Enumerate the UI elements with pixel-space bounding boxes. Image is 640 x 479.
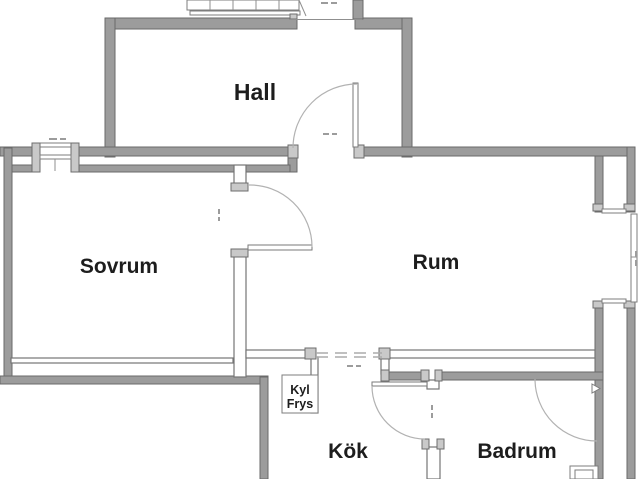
right-exterior-wall-lower: [626, 302, 636, 479]
rum-kok-opening-dashed: [316, 352, 382, 358]
sovrum-rum-door-icon: [247, 184, 313, 251]
sovrum-top-wall-right: [78, 164, 291, 173]
sovrum-window-bay-icon: [31, 142, 80, 173]
hall-room-label: Hall: [234, 79, 276, 105]
dimension-labels: [49, 2, 637, 418]
kok-door-icon: [371, 381, 428, 440]
closet-label-line1: Kyl: [290, 383, 309, 397]
hall-left-wall: [104, 17, 116, 158]
kok-room-label: Kök: [328, 440, 368, 463]
left-exterior-wall: [3, 147, 13, 385]
kyl-frys-closet: [281, 374, 319, 414]
rum-room-label: Rum: [413, 251, 460, 274]
badrum-door-icon: [534, 378, 602, 442]
kok-badrum-divider-wall: [426, 446, 441, 479]
hall-right-wall: [401, 17, 413, 158]
balcony-window-bay-icon: [601, 208, 638, 304]
kok-left-wall: [259, 376, 269, 479]
hall-door-icon: [292, 82, 359, 149]
bottom-left-exterior-wall: [0, 375, 269, 385]
sovrum-top-wall-left: [11, 164, 34, 173]
stairwell-steps-icon: [186, 0, 307, 17]
mid-wall-right: [354, 146, 633, 157]
wall-jamb-caps: [230, 13, 636, 450]
badrum-fixture-icon: [569, 465, 599, 479]
sovrum-rum-divider-wall: [233, 249, 247, 378]
rum-bottom-wall-right: [387, 349, 596, 359]
hall-top-wall-left: [104, 17, 298, 30]
stairwell-stub-wall: [352, 0, 364, 20]
rum-bottom-wall-left: [245, 349, 311, 359]
mid-wall-left: [78, 146, 298, 157]
room-divider-top-stub: [233, 164, 247, 186]
walls-outlined: [10, 164, 596, 479]
closet-label-line2: Frys: [287, 397, 313, 411]
right-exterior-wall-upper: [626, 146, 636, 213]
rum-right-wall-upper: [594, 155, 604, 213]
badrum-room-label: Badrum: [477, 440, 556, 463]
badrum-top-wall: [436, 371, 604, 381]
door-swing-arrow-icon: [591, 383, 602, 394]
sovrum-room-label: Sovrum: [80, 255, 158, 278]
sovrum-bottom-inner-wall: [10, 357, 234, 364]
